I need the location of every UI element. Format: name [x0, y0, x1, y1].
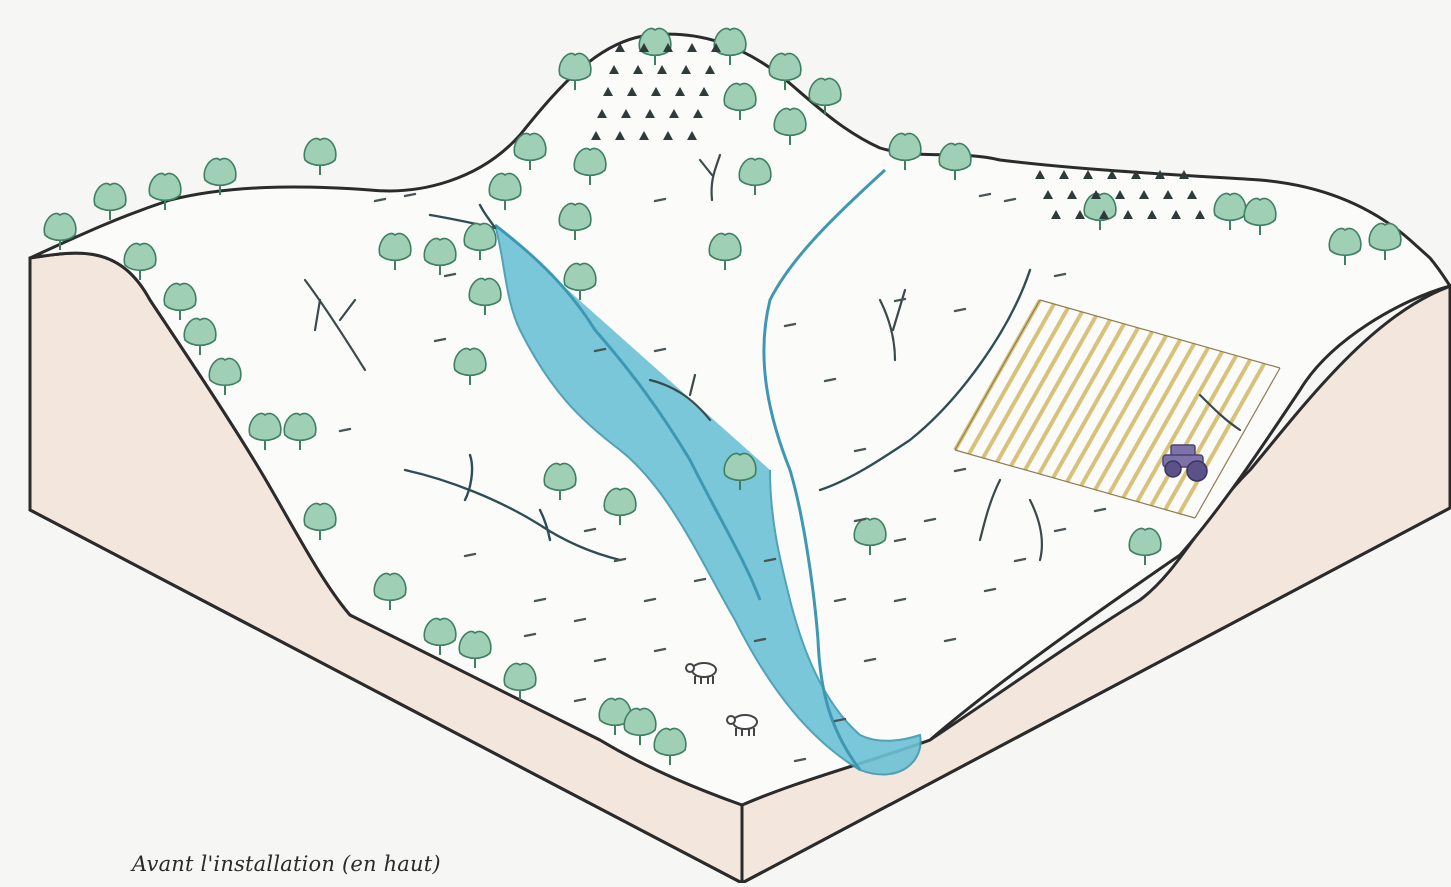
tree-icon: [304, 138, 336, 175]
tree-icon: [94, 183, 126, 220]
figure-caption: Avant l'installation (en haut): [132, 852, 441, 876]
terrain-surface: [30, 34, 1450, 805]
